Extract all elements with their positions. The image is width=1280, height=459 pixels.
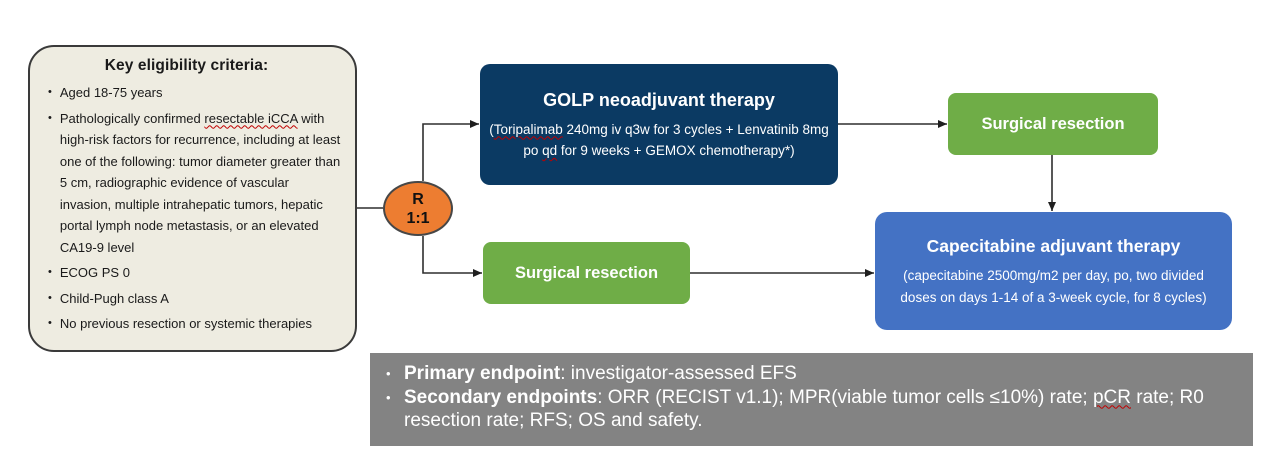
eligibility-item-text: No previous resection or systemic therap… — [59, 316, 313, 331]
eligibility-item-text: Pathologically confirmed resectable iCCA… — [59, 110, 341, 255]
endpoints-panel: • Primary endpoint: investigator-assesse… — [370, 353, 1253, 446]
bullet-icon: • — [48, 111, 52, 124]
adjuvant-detail: (capecitabine 2500mg/m2 per day, po, two… — [900, 268, 1207, 305]
bullet-icon: • — [48, 266, 52, 278]
adjuvant-therapy-box: Capecitabine adjuvant therapy (capecitab… — [875, 212, 1232, 330]
eligibility-item: • No previous resection or systemic ther… — [30, 313, 343, 335]
surgical-resection-label: Surgical resection — [981, 114, 1125, 133]
randomization-node: R 1:1 — [383, 181, 453, 236]
eligibility-item-text: Aged 18-75 years — [59, 85, 163, 100]
surgical-resection-box-top: Surgical resection — [948, 93, 1158, 155]
eligibility-item-text: ECOG PS 0 — [59, 265, 130, 280]
bullet-icon: • — [386, 366, 391, 381]
eligibility-item: • Pathologically confirmed resectable iC… — [30, 108, 343, 259]
eligibility-item-text: Child-Pugh class A — [59, 290, 169, 306]
endpoint-item: • Secondary endpoints: ORR (RECIST v1.1)… — [386, 386, 1235, 433]
eligibility-item: • Aged 18-75 years — [30, 82, 343, 104]
connector-randomization-to-neoadjuvant-arrow — [422, 120, 479, 181]
endpoint-item-text: Primary endpoint: investigator-assessed … — [404, 363, 797, 384]
adjuvant-title: Capecitabine adjuvant therapy — [926, 236, 1181, 256]
eligibility-title: Key eligibility criteria: — [104, 57, 269, 74]
endpoints-list: • Primary endpoint: investigator-assesse… — [386, 362, 1235, 433]
neoadjuvant-therapy-box: GOLP neoadjuvant therapy (Toripalimab 24… — [480, 64, 838, 185]
endpoint-item-text: Secondary endpoints: ORR (RECIST v1.1); … — [404, 386, 1204, 432]
bullet-icon: • — [386, 389, 391, 405]
eligibility-item: • ECOG PS 0 — [30, 262, 343, 284]
surgical-resection-box-bottom: Surgical resection — [483, 242, 690, 304]
connector-randomization-to-surgery-arrow — [422, 236, 482, 277]
surgical-resection-label: Surgical resection — [514, 263, 659, 282]
eligibility-item: • Child-Pugh class A — [30, 288, 343, 310]
neoadjuvant-detail: (Toripalimab 240mg iv q3w for 3 cycles +… — [489, 121, 829, 159]
randomization-ratio: 1:1 — [406, 209, 430, 227]
eligibility-criteria-panel: Key eligibility criteria: • Aged 18-75 y… — [28, 45, 357, 352]
eligibility-list: • Aged 18-75 years • Pathologically conf… — [30, 82, 343, 335]
bullet-icon: • — [48, 317, 52, 329]
bullet-icon: • — [48, 86, 52, 98]
bullet-icon: • — [48, 291, 52, 304]
endpoint-item: • Primary endpoint: investigator-assesse… — [386, 362, 1235, 386]
neoadjuvant-title: GOLP neoadjuvant therapy — [543, 89, 775, 110]
randomization-label: R — [412, 190, 424, 208]
